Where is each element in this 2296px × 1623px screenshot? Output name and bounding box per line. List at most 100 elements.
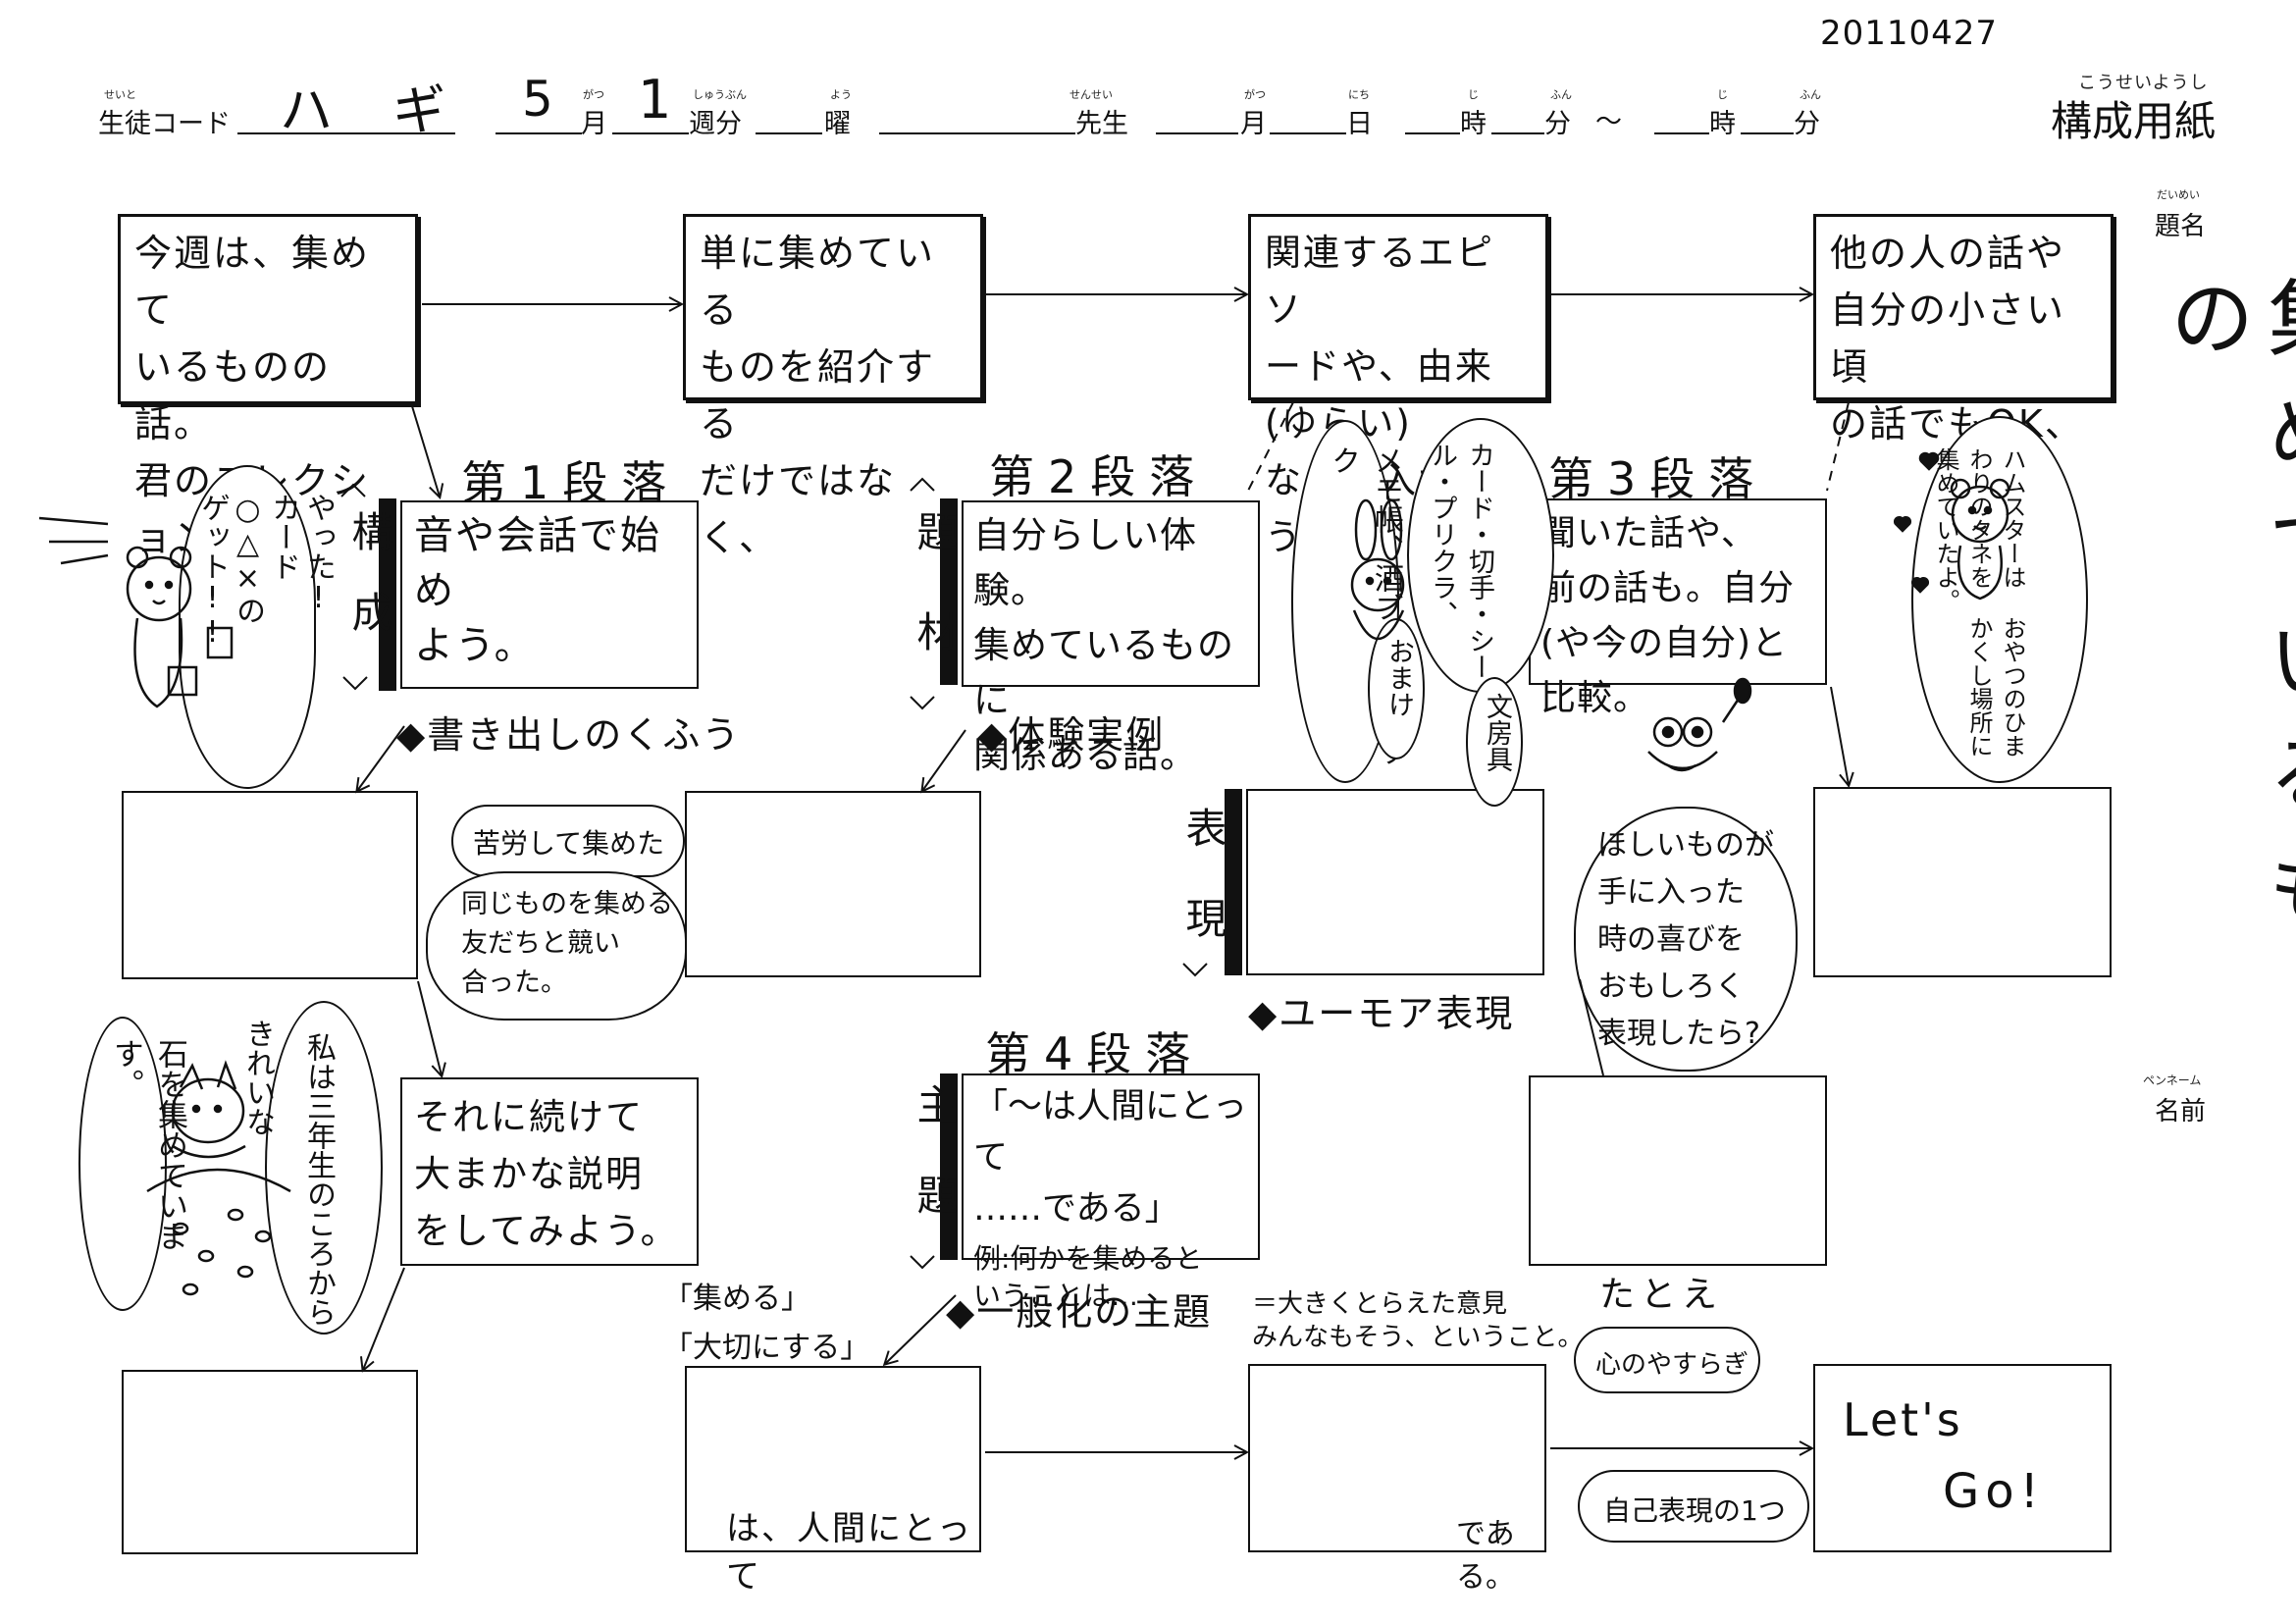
- bubble-onaji-text: 同じものを集める 友だちと競い 合った。: [461, 889, 673, 998]
- date-stamp: 20110427: [1820, 14, 1999, 53]
- guide-box-4-text-a: 「～は人間にとって ……である」: [973, 1087, 1247, 1229]
- bear-doodle-2: [1894, 451, 2010, 601]
- write-box-3[interactable]: [1246, 789, 1544, 975]
- explain-text: それに続けて 大まかな説明 をしてみよう。: [414, 1096, 679, 1252]
- heart-2: [1894, 516, 1911, 533]
- tatoe-note: たとえ: [1599, 1275, 1724, 1315]
- pen-label: 名前: [2155, 1097, 2207, 1126]
- lets-text: Let's: [1843, 1393, 1963, 1446]
- m2-line: [1156, 132, 1238, 134]
- title-label: 題名: [2155, 212, 2207, 241]
- bubble-kirei-text: きれいな: [240, 1019, 275, 1136]
- hour2-line: [1654, 132, 1709, 134]
- hour-line: [1405, 132, 1460, 134]
- tag-taiken: ◆体験実例: [977, 713, 1166, 757]
- write-box-2[interactable]: [685, 791, 981, 977]
- week-line: [612, 132, 689, 134]
- chevron-kousei-2: [342, 676, 368, 691]
- guide-box-1: 音や会話で始め よう。: [400, 500, 699, 689]
- bubble-watashi-text: 私は三年生のころから: [301, 1032, 336, 1327]
- bubble-hoshii: ほしいものが 手に入った 時の喜びを おもしろく 表現したら?: [1574, 807, 1798, 1072]
- intro-box-4-text: 他の人の話や 自分の小さい頃 の話でもOK、: [1830, 232, 2084, 445]
- go-text: Go!: [1943, 1464, 2045, 1519]
- bubble-bunbougu: 文房具: [1466, 677, 1523, 807]
- write-box-4[interactable]: [1813, 787, 2112, 977]
- m2-ruby: がつ: [1244, 88, 1266, 101]
- essay-title: 集めているもの: [2155, 275, 2296, 958]
- week-ruby: しゅうぶん: [693, 88, 747, 101]
- min2-line: [1741, 132, 1794, 134]
- teacher-label: 先生: [1075, 109, 1128, 139]
- heart-3: [1911, 577, 1929, 594]
- teacher-line: [879, 132, 1075, 134]
- label-shudai: 主題: [911, 1083, 959, 1264]
- bubble-card: カード・切手・シール・プリクラ、: [1407, 418, 1554, 693]
- write-box-7[interactable]: は、人間にとって: [685, 1366, 981, 1597]
- label-hyougen: 表現: [1179, 807, 1227, 987]
- write-box-6[interactable]: [122, 1370, 418, 1554]
- bubble-hamster-text: ハムスターは おやつのひまわりのタネを かくし場所に 集めていたよ。: [1932, 447, 2026, 758]
- wa-ningen-text: は、人間にとって: [726, 1509, 972, 1597]
- month-ruby: がつ: [583, 88, 604, 101]
- chevron-hyougen: [1182, 963, 1208, 977]
- hour2-ruby: じ: [1717, 88, 1728, 101]
- chevron-daizai: [910, 477, 935, 492]
- teacher-ruby: せんせい: [1070, 88, 1113, 101]
- guide-box-2-text: 自分らしい体験。 集めているものに 関係ある話。: [973, 514, 1234, 776]
- intro-box-4: 他の人の話や 自分の小さい頃 の話でもOK、: [1813, 214, 2113, 445]
- arrow-d-8: [1579, 978, 1604, 1076]
- guide-box-1-text: 音や会話で始め よう。: [414, 513, 661, 668]
- student-code-value: ハ ギ: [280, 79, 468, 141]
- guide-bar-1: [379, 498, 396, 691]
- paragraph-4-heading: 第4段落: [985, 1027, 1205, 1080]
- bubble-bunbougu-text: 文房具: [1482, 693, 1512, 772]
- bubble-ishi: 石を集めています。: [78, 1017, 187, 1311]
- guide-box-3: 聞いた話や、 前の話も。自分 (や今の自分)と比較。: [1529, 498, 1827, 718]
- bubble-jiko-text: 自己表現の1つ: [1603, 1494, 1786, 1527]
- heart-1: [1918, 451, 1940, 471]
- dow-ruby: よう: [830, 88, 852, 101]
- dow-label: 曜: [824, 109, 851, 139]
- day-line: [1270, 132, 1346, 134]
- hour2-label: 時: [1709, 109, 1736, 139]
- student-code-label: 生徒コード: [98, 109, 231, 139]
- arrow-d-3: [922, 729, 966, 791]
- form-title-ruby: こうせいようし: [2078, 73, 2209, 93]
- arrow-d-4: [1830, 686, 1849, 785]
- bubble-kokoro-text: 心のやすらぎ: [1595, 1350, 1749, 1380]
- bubble-onaji: 同じものを集める 友だちと競い 合った。: [426, 871, 687, 1021]
- rabbit-doodle: [1350, 498, 1405, 641]
- write-box-8[interactable]: である。: [1248, 1364, 1546, 1595]
- paragraph-3-heading: 第3段落: [1548, 452, 1768, 505]
- tag-kakidashi: ◆書き出しのくふう: [396, 713, 742, 757]
- squirrel-doodle: [146, 1060, 291, 1296]
- student-code-line: [237, 132, 455, 134]
- min-ruby: ふん: [1550, 88, 1572, 101]
- pen-ruby: ペンネーム: [2143, 1073, 2202, 1087]
- tilde: ～: [1595, 107, 1622, 137]
- month-label: 月: [581, 109, 607, 139]
- guide-bar-4: [940, 1073, 958, 1260]
- write-box-1[interactable]: [122, 791, 418, 979]
- explain-box: それに続けて 大まかな説明 をしてみよう。: [400, 1077, 699, 1266]
- tag-shudai: ◆一般化の主題: [946, 1290, 1213, 1334]
- min-label: 分: [1544, 109, 1571, 139]
- bubble-yatta: やった! カード ○△×の ゲット!!: [179, 465, 336, 789]
- atsumeru-note: 「集める」: [663, 1282, 810, 1316]
- week-label: 週分: [689, 109, 742, 139]
- m2-label: 月: [1240, 109, 1267, 139]
- write-bar-3: [1225, 789, 1242, 975]
- taisetsu-note: 「大切にする」: [663, 1331, 870, 1365]
- opinion-note: ＝大きくとらえた意見 みんなもそう、ということ。: [1252, 1289, 1584, 1352]
- guide-box-3-text: 聞いた話や、 前の話も。自分 (や今の自分)と比較。: [1540, 513, 1796, 718]
- hour-ruby: じ: [1468, 88, 1479, 101]
- student-code-ruby: せいと: [104, 88, 136, 101]
- min2-ruby: ふん: [1800, 88, 1821, 101]
- guide-box-4-text-b: 例:何かを集めると いうことは…: [973, 1242, 1203, 1312]
- bubble-watashi: 私は三年生のころから: [265, 1001, 383, 1335]
- day-label: 日: [1346, 109, 1373, 139]
- write-box-5[interactable]: [1529, 1075, 1827, 1266]
- dash-connector-2: [1826, 401, 1850, 492]
- lets-go-box: Let's Go!: [1813, 1364, 2112, 1552]
